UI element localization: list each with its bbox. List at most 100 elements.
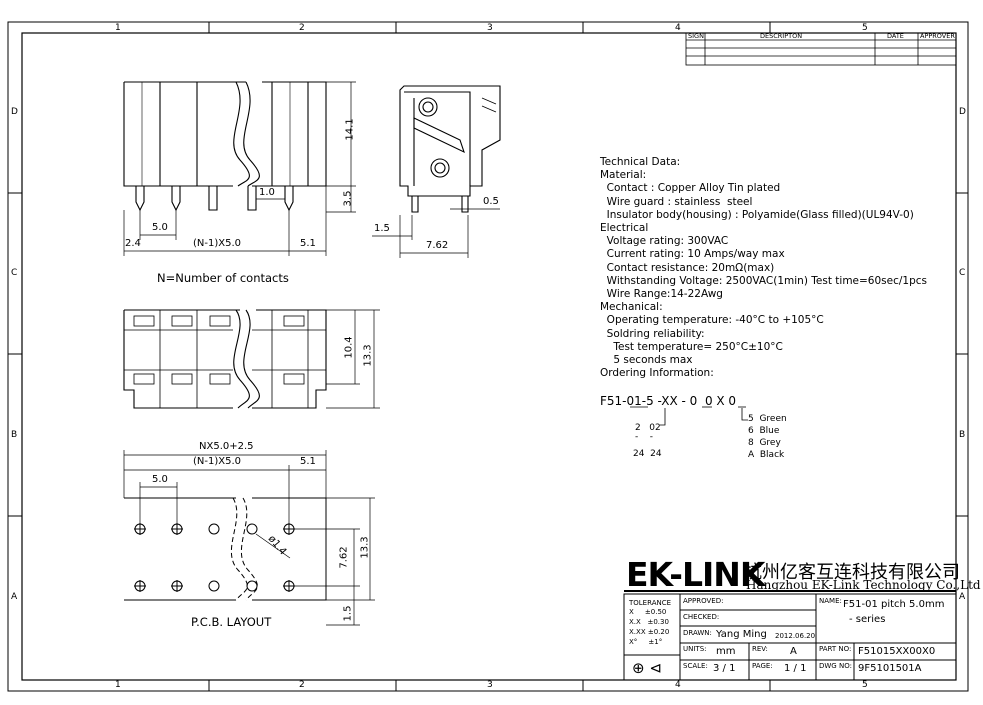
rev-header-date: DATE xyxy=(887,32,904,40)
ordering-leaders xyxy=(630,406,748,426)
spec-line: Voltage rating: 300VAC xyxy=(600,235,729,248)
dim-5-0: 5.0 xyxy=(152,222,168,233)
title-block xyxy=(623,593,957,681)
dim-5-1: 5.1 xyxy=(300,238,316,249)
part-no-label: PART NO: xyxy=(819,645,852,653)
tolerance-xx: X.X ±0.30 xyxy=(629,618,669,626)
spec-line: Current rating: 10 Amps/way max xyxy=(600,248,785,261)
dim-2-4: 2.4 xyxy=(125,238,141,249)
row-label-d: D xyxy=(11,107,18,117)
technical-data: Technical Data: Material: Contact : Copp… xyxy=(600,156,927,380)
spec-line: Mechanical: xyxy=(600,301,663,314)
row-label-b-right: B xyxy=(959,430,966,440)
dim-14-1: 14.1 xyxy=(344,118,356,141)
company-name-cn: 杭州亿客互连科技有限公司 xyxy=(744,562,960,583)
name-line-1: F51-01 pitch 5.0mm xyxy=(843,599,945,610)
rev-header-approver: APPROVER xyxy=(920,32,955,40)
pcb-layout-view xyxy=(123,450,375,626)
spec-line: Wire Range:14-22Awg xyxy=(600,288,723,301)
color-black: A Black xyxy=(748,450,785,460)
ordering-ways-dash: - - xyxy=(635,432,653,442)
part-no-value: F51015XX00X0 xyxy=(858,646,936,657)
spec-line: Technical Data: xyxy=(600,156,681,168)
dim-1-0: 1.0 xyxy=(259,187,275,198)
dim-pcb-7-62: 7.62 xyxy=(338,546,350,569)
sheet-frame xyxy=(7,21,969,692)
dim-pcb-total: NX5.0+2.5 xyxy=(199,441,254,452)
color-blue: 6 Blue xyxy=(748,426,780,436)
dim-pitch-span: (N-1)X5.0 xyxy=(193,238,242,249)
drawn-date: 2012.06.20 xyxy=(775,632,816,640)
name-label: NAME: xyxy=(819,597,842,605)
col-label-5: 5 xyxy=(862,23,868,33)
tolerance-xxx: X.XX ±0.20 xyxy=(629,628,670,636)
dim-pcb-5-0: 5.0 xyxy=(152,474,168,485)
units-label: UNITS: xyxy=(683,645,707,653)
ordering-ways-24: 24 24 xyxy=(633,449,662,459)
spec-line: Contact resistance: 20mΩ(max) xyxy=(600,261,775,274)
drawn-label: DRAWN: xyxy=(683,629,712,637)
row-label-a-right: A xyxy=(959,592,966,602)
dim-pcb-13-3: 13.3 xyxy=(359,536,371,559)
company-logo: EK-LINK xyxy=(626,555,765,594)
ordering-ways-2: 2 02 xyxy=(635,423,661,433)
dim-0-5: 0.5 xyxy=(483,196,499,207)
col-label-1-bottom: 1 xyxy=(115,680,121,690)
spec-line: Insulator body(housing) : Polyamide(Glas… xyxy=(600,208,914,221)
dwg-no-value: 9F5101501A xyxy=(858,663,922,674)
dim-3-5: 3.5 xyxy=(342,190,354,207)
col-label-3: 3 xyxy=(487,23,493,33)
logo-rule xyxy=(624,590,956,592)
col-label-2: 2 xyxy=(299,23,305,33)
spec-line: Operating temperature: -40°C to +105°C xyxy=(600,314,824,327)
pcb-holes xyxy=(134,523,295,592)
row-label-b: B xyxy=(11,430,18,440)
color-green: 5 Green xyxy=(748,414,787,424)
spec-line: 5 seconds max xyxy=(600,354,693,367)
col-label-3-bottom: 3 xyxy=(487,680,493,690)
dim-pcb-pitch-span: (N-1)X5.0 xyxy=(193,456,242,467)
col-label-1: 1 xyxy=(115,23,121,33)
row-label-c: C xyxy=(11,268,18,278)
page-label: PAGE: xyxy=(752,662,773,670)
top-view xyxy=(123,309,380,409)
page-value: 1 / 1 xyxy=(784,663,807,674)
row-label-a: A xyxy=(11,592,18,602)
checked-label: CHECKED: xyxy=(683,613,720,621)
dim-10-4: 10.4 xyxy=(343,336,355,359)
col-label-5-bottom: 5 xyxy=(862,680,868,690)
col-label-4: 4 xyxy=(675,23,681,33)
color-grey: 8 Grey xyxy=(748,438,781,448)
spec-line: Wire guard : stainless steel xyxy=(600,195,753,208)
tolerance-label: TOLERANCE xyxy=(629,599,672,607)
tolerance-x: X ±0.50 xyxy=(629,608,667,616)
revision-table xyxy=(685,32,957,66)
scale-value: 3 / 1 xyxy=(713,663,736,674)
rev-label: REV: xyxy=(752,645,768,653)
company-name-en: Hangzhou EK-Link Technology Co.,Ltd xyxy=(746,578,981,592)
dim-13-3: 13.3 xyxy=(362,344,374,367)
spec-line: Electrical xyxy=(600,222,649,235)
tolerance-angle: X° ±1° xyxy=(629,638,663,646)
spec-line: Ordering Information: xyxy=(600,367,714,380)
approved-label: APPROVED: xyxy=(683,597,724,605)
rev-value: A xyxy=(790,646,797,657)
dwg-no-label: DWG NO: xyxy=(819,662,852,670)
col-label-4-bottom: 4 xyxy=(675,680,681,690)
units-value: mm xyxy=(716,646,736,657)
spec-line: Withstanding Voltage: 2500VAC(1min) Test… xyxy=(600,274,927,287)
side-view xyxy=(123,81,356,256)
dim-pcb-1-5: 1.5 xyxy=(342,605,354,622)
dim-1-5: 1.5 xyxy=(374,223,390,234)
rev-header-description: DESCRIPTON xyxy=(760,32,803,40)
ordering-code: F51-01-5 -XX - 0 0 X 0 xyxy=(600,394,737,408)
rev-header-sign: SIGN xyxy=(688,32,704,40)
spec-line: Contact : Copper Alloy Tin plated xyxy=(600,182,781,195)
end-view xyxy=(372,85,501,258)
spec-line: Soldring reliability: xyxy=(600,327,705,340)
scale-label: SCALE: xyxy=(683,662,708,670)
row-label-d-right: D xyxy=(959,107,966,117)
spec-line: Material: xyxy=(600,169,647,182)
col-label-2-bottom: 2 xyxy=(299,680,305,690)
